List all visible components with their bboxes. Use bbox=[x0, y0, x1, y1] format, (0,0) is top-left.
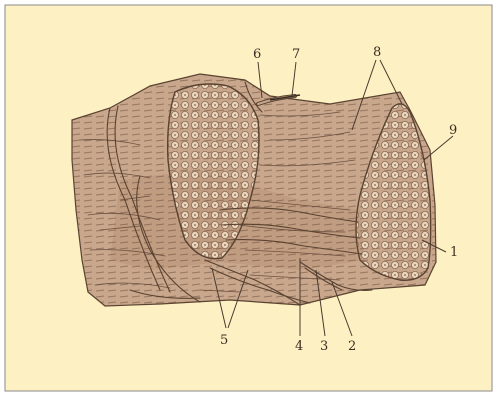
label-4: 4 bbox=[295, 339, 303, 354]
label-5: 5 bbox=[220, 333, 228, 348]
label-7: 7 bbox=[292, 47, 300, 62]
label-2: 2 bbox=[348, 339, 356, 354]
label-8: 8 bbox=[373, 45, 381, 60]
label-6: 6 bbox=[253, 47, 261, 62]
label-3: 3 bbox=[320, 339, 328, 354]
label-9: 9 bbox=[449, 123, 457, 138]
label-1: 1 bbox=[450, 245, 458, 260]
